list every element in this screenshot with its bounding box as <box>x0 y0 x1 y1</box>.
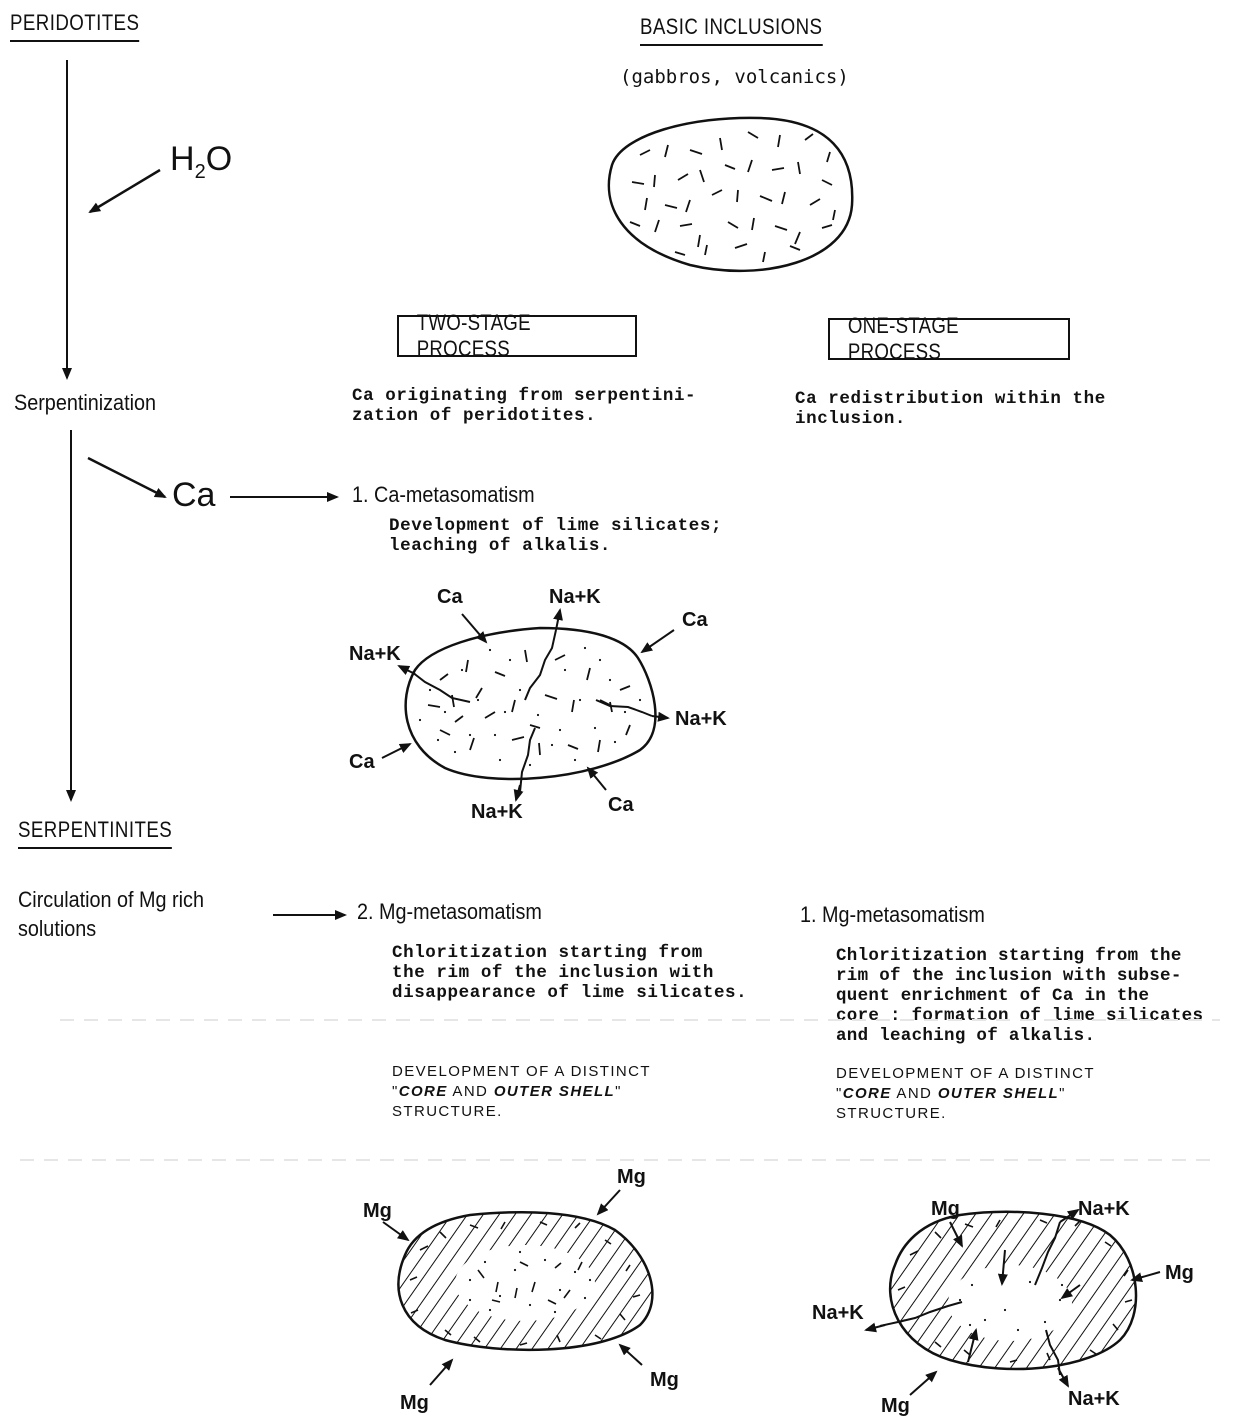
one-stage-nak-out-arrow-left <box>866 1325 885 1330</box>
h2o-arrow <box>90 170 160 212</box>
two-stage-mg-figure <box>383 1190 652 1385</box>
one-stage-nak-out-arrow-bottom <box>1058 1368 1068 1386</box>
ca-in-arrow-left <box>382 744 410 758</box>
nak-out-arrow-top <box>556 610 560 630</box>
ca-metasomatism-figure <box>382 610 674 800</box>
mg-in-arrow-bottom-left <box>430 1360 452 1385</box>
one-stage-mg-figure <box>866 1210 1160 1395</box>
ca-in-arrow-bottom <box>588 768 606 790</box>
ca-release-arrow <box>88 458 165 497</box>
nak-out-arrow-left <box>399 666 415 674</box>
mg-in-arrow-bottom-right <box>620 1345 642 1365</box>
mg-in-arrow-top-left <box>383 1222 408 1240</box>
two-stage-core <box>455 1245 595 1321</box>
one-stage-mg-in-arrow-bottom <box>910 1372 936 1395</box>
mg-in-arrow-top-right <box>598 1190 620 1214</box>
basic-inclusion-figure <box>609 118 852 271</box>
ca-in-arrow-right <box>642 630 674 652</box>
nak-out-arrow-bottom <box>516 785 520 800</box>
one-stage-core <box>948 1265 1072 1341</box>
one-stage-mg-in-arrow-right <box>1132 1272 1160 1280</box>
